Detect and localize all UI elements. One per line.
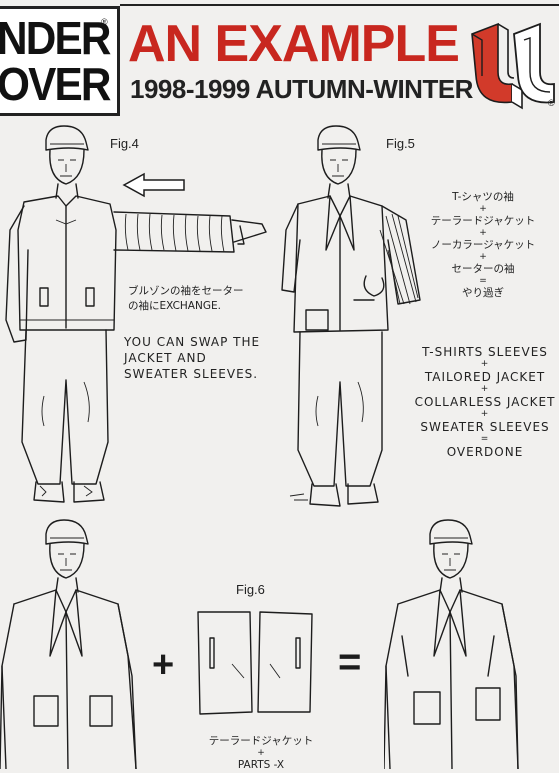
fig6-caption-line-2: PARTS -X: [237, 759, 285, 771]
fig5-jp-item: T-シャツの袖: [452, 191, 514, 203]
season-subtitle: 1998-1999 AUTUMN-WINTER: [130, 74, 473, 104]
fig4-illustration: [5, 125, 267, 503]
fig5-label: Fig.5: [386, 136, 415, 151]
fig5-en-operator: +: [480, 409, 490, 419]
fig4-label: Fig.4: [110, 136, 139, 151]
fig6-left-jacket-illustration: [0, 519, 137, 769]
fig5-illustration: [281, 125, 421, 507]
fig5-en-stack: T-SHIRTS SLEEVES + TAILORED JACKET + COL…: [406, 344, 559, 460]
fig5-jp-operator: +: [479, 204, 487, 214]
fig5-jp-stack: T-シャツの袖 + テーラードジャケット + ノーカラージャケット + セーター…: [404, 190, 559, 301]
fig5-en-item: TAILORED JACKET: [424, 370, 546, 384]
fig5-en-operator: +: [480, 384, 490, 394]
fig5-en-item: COLLARLESS JACKET: [414, 395, 556, 409]
fig5-en-item: T-SHIRTS SLEEVES: [422, 345, 548, 359]
registered-mark: ®: [101, 17, 108, 27]
fig5-jp-item: やり過ぎ: [462, 287, 504, 299]
fig6-caption: テーラードジャケット + PARTS -X: [196, 734, 326, 773]
fig5-en-operator: =: [480, 434, 490, 444]
arrow-left-icon: [122, 172, 185, 198]
fig5-jp-operator: +: [479, 252, 487, 262]
fig4-en-line-2: JACKET AND: [124, 351, 207, 365]
fig5-en-item: SWEATER SLEEVES: [420, 420, 550, 434]
fig4-en-note: YOU CAN SWAP THE JACKET AND SWEATER SLEE…: [124, 334, 260, 382]
fig4-jp-note: ブルゾンの袖をセーター の袖にEXCHANGE.: [128, 284, 244, 314]
logo-line-2: OVER: [0, 58, 111, 110]
fig4-en-line-3: SWEATER SLEEVES.: [124, 367, 259, 381]
fig5-en-item: OVERDONE: [446, 445, 524, 459]
fig4-jp-line-1: ブルゾンの袖をセーター: [128, 285, 244, 297]
fig4-jp-line-2: の袖にEXCHANGE.: [128, 300, 221, 312]
logo-line-1: NDER: [0, 12, 111, 64]
fig6-label: Fig.6: [236, 582, 265, 597]
fig5-jp-item: ノーカラージャケット: [430, 239, 536, 251]
page-title: AN EXAMPLE: [128, 15, 460, 73]
fig5-jp-operator: =: [479, 276, 487, 286]
fig6-plus: +: [152, 644, 175, 686]
uu-logo-icon: [471, 22, 555, 110]
fig5-jp-item: テーラードジャケット: [430, 215, 536, 227]
fig6-caption-line-1: テーラードジャケット: [208, 735, 314, 747]
fig5-jp-operator: +: [479, 228, 487, 238]
fig6-parts-x-illustration: [197, 611, 313, 715]
fig5-en-operator: +: [480, 359, 490, 369]
fig6-equals: =: [338, 640, 362, 684]
header-top-rule: [120, 4, 559, 6]
undercover-logo: NDER OVER ®: [0, 6, 120, 116]
uu-registered-mark: ®: [548, 98, 555, 108]
fig6-caption-operator: +: [257, 748, 265, 758]
fig6-right-jacket-illustration: [384, 519, 519, 769]
fig5-jp-item: セーターの袖: [451, 263, 515, 275]
fig4-en-line-1: YOU CAN SWAP THE: [124, 335, 261, 349]
